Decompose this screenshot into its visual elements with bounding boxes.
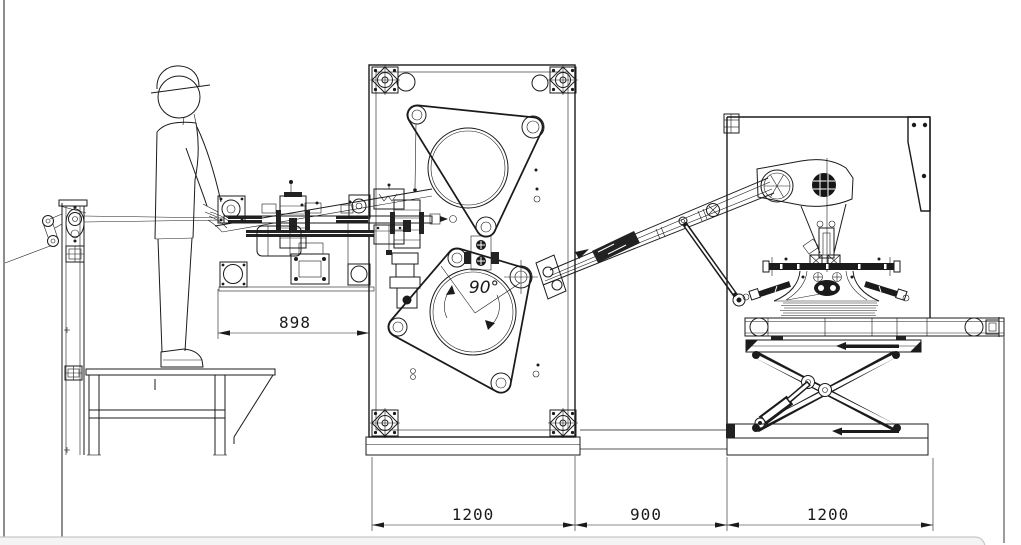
angle-label: 90° [469, 278, 499, 298]
dim-label-898: 898 [279, 313, 311, 332]
forming-bell-skirt [773, 270, 880, 302]
base-connector-rails [580, 429, 727, 450]
wire-feed-lines [4, 215, 225, 264]
sheet-stack [780, 302, 878, 316]
scissor-lift [726, 339, 929, 456]
conveyor-support-strut [678, 216, 746, 307]
dim-label-1200-left: 1200 [452, 505, 495, 524]
side-press-arms [742, 281, 910, 302]
bottom-dimension-chain: 1200 900 1200 [371, 456, 934, 531]
forming-machine-frame [365, 64, 581, 456]
upper-belt-drive [406, 104, 545, 238]
dim-label-900: 900 [630, 505, 662, 524]
feeding-unit [214, 180, 457, 309]
dimension-898: 898 [217, 289, 369, 339]
stacker-frame [723, 113, 931, 424]
dim-label-1200-right: 1200 [807, 505, 850, 524]
canvas-bottom-bar[interactable] [0, 536, 986, 545]
stacker-head [756, 158, 854, 272]
cap-brim [150, 84, 211, 94]
spreader-bar [762, 257, 901, 296]
infeed-conveyor [535, 177, 775, 300]
roller-conveyor [744, 317, 1005, 340]
rotation-angle-annotation: 90° [440, 265, 521, 330]
operator-platform [85, 368, 276, 456]
wire-feed-stand [42, 199, 88, 537]
operator-figure [150, 65, 231, 368]
lower-belt-drive [387, 235, 540, 394]
